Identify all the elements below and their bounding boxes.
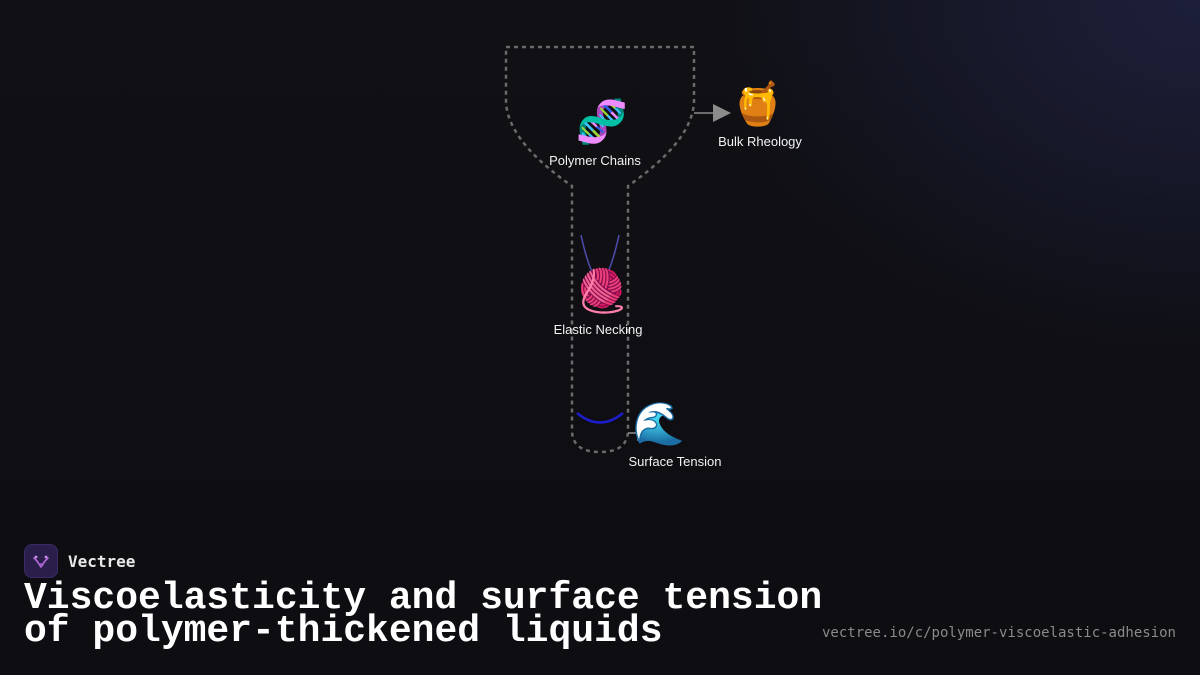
- meniscus-curve: [576, 412, 624, 424]
- brand-name: Vectree: [68, 551, 136, 571]
- arrow-head-surface: [637, 425, 652, 441]
- yarn-ball-icon: 🧶: [575, 266, 629, 315]
- neck-strand-right: [607, 234, 620, 273]
- node-label-surface-tension: Surface Tension: [628, 454, 722, 469]
- title-line-2: of polymer-thickened liquids: [24, 610, 663, 653]
- brand: Vectree: [24, 544, 135, 578]
- node-label-elastic-necking: Elastic Necking: [553, 322, 643, 337]
- node-label-polymer-chains: Polymer Chains: [549, 153, 641, 168]
- node-label-bulk-rheology: Bulk Rheology: [718, 134, 802, 149]
- title-line-1: Viscoelasticity and surface tension: [24, 577, 823, 620]
- wave-icon: 🌊: [632, 399, 686, 448]
- page-title: Viscoelasticity and surface tension of p…: [24, 577, 823, 653]
- funnel-outline: [504, 45, 696, 454]
- neck-strand-left: [580, 234, 593, 273]
- source-url: vectree.io/c/polymer-viscoelastic-adhesi…: [821, 625, 1176, 641]
- vectree-logo-icon: [24, 544, 58, 578]
- honey-pot-icon: 🍯: [731, 79, 785, 128]
- arrow-head-bulk: [713, 104, 731, 122]
- dna-icon: 🧬: [575, 97, 629, 146]
